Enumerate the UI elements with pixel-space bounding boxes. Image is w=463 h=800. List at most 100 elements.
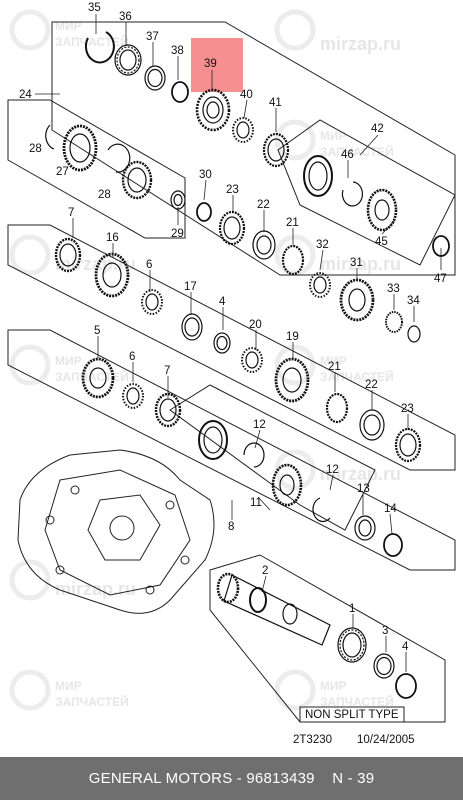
- watermark-line2: ЗАПЧАСТЕЙ: [320, 144, 394, 159]
- callout-42: 42: [371, 123, 384, 135]
- drawing-date: 10/24/2005: [357, 734, 415, 746]
- watermark-line1: МИР: [55, 19, 82, 33]
- watermark-line2: ЗАПЧАСТЕЙ: [320, 369, 394, 384]
- callout-30: 30: [199, 169, 212, 181]
- frame-non-split: [299, 706, 405, 723]
- watermark-line1: МИР: [55, 679, 82, 693]
- parts-layer: [45, 31, 450, 699]
- callout-labels: 35 36 37 38 39 40 41 24 42 28 46 27 28 3…: [19, 2, 447, 653]
- watermark-brand: mirzap.ru: [320, 34, 401, 54]
- callout-12: 12: [253, 419, 266, 431]
- callout-36: 36: [119, 11, 132, 23]
- synchro-ring-band1: [121, 160, 153, 200]
- footer-bar: GENERAL MOTORS - 96813439 N - 39: [0, 757, 463, 800]
- hub-band4: [271, 463, 303, 507]
- watermark-line2: ЗАПЧАСТЕЙ: [320, 694, 394, 709]
- hub-42: [366, 188, 398, 232]
- footer-separator: -: [232, 770, 247, 787]
- callout-5: 5: [94, 325, 100, 337]
- callout-28: 28: [98, 189, 111, 201]
- callout-6: 6: [129, 351, 135, 363]
- callout-7: 7: [68, 207, 74, 219]
- callout-37: 37: [146, 31, 159, 43]
- callout-23: 23: [401, 403, 414, 415]
- gear-5: [81, 357, 115, 399]
- callout-34: 34: [407, 295, 420, 307]
- ring-17: [181, 313, 203, 341]
- ring-3: [373, 653, 395, 679]
- watermark-brand: mirzap.ru: [320, 464, 401, 484]
- ring-29: [170, 190, 186, 210]
- spring-12: [243, 442, 265, 468]
- gear-16: [94, 252, 130, 298]
- callout-14: 14: [384, 503, 397, 515]
- gear-19: [274, 357, 310, 403]
- frame-band-1: [7, 99, 186, 239]
- callout-11: 11: [250, 497, 262, 509]
- callout-19: 19: [286, 331, 299, 343]
- gear-31: [339, 278, 375, 322]
- frame-band-3: [7, 329, 456, 571]
- synchro-ring-41: [262, 132, 290, 168]
- callout-23: 23: [226, 184, 239, 196]
- watermark-line2: ЗАПЧАСТЕЙ: [55, 694, 129, 709]
- callout-1: 1: [349, 603, 355, 615]
- callout-2: 2: [262, 565, 268, 577]
- callout-31: 31: [350, 257, 363, 269]
- ring-13: [354, 515, 376, 541]
- ring-4: [213, 332, 231, 354]
- highlight-box: [191, 38, 243, 92]
- synchro-ring-7: [54, 237, 82, 273]
- ring-22b: [359, 409, 385, 441]
- synchro-ring-23: [218, 210, 246, 246]
- non-split-type-label: NON SPLIT TYPE: [305, 709, 399, 721]
- callout-45: 45: [375, 236, 388, 248]
- watermark-layer: МИР ЗАПЧАСТЕЙ mirzap.ru МИР ЗАПЧАСТЕЙ mi…: [9, 9, 401, 711]
- drawing-code: 2T3230: [293, 734, 333, 746]
- callout-6: 6: [146, 259, 152, 271]
- callout-41: 41: [269, 97, 282, 109]
- callout-21: 21: [286, 217, 299, 229]
- footer-ref: N - 39: [332, 770, 375, 787]
- watermark-brand: mirzap.ru: [55, 579, 136, 599]
- callout-29: 29: [171, 228, 184, 240]
- transmission-housing: [17, 449, 215, 614]
- needle-bearing-6b: [122, 383, 144, 409]
- exploded-gearbox-diagram: МИР ЗАПЧАСТЕЙ mirzap.ru МИР ЗАПЧАСТЕЙ mi…: [7, 2, 456, 723]
- callout-4: 4: [402, 641, 409, 653]
- needle-bearing-32: [309, 272, 331, 298]
- frame-band-2: [7, 224, 456, 471]
- callout-28: 28: [29, 143, 42, 155]
- callout-47: 47: [434, 273, 447, 285]
- group-frames: [7, 21, 456, 723]
- watermark-line1: МИР: [320, 354, 347, 368]
- spring-28: [45, 124, 55, 150]
- callout-21: 21: [328, 361, 341, 373]
- footer-part-number: 96813439: [246, 770, 315, 787]
- ring-22: [252, 230, 276, 260]
- spring-46: [341, 181, 363, 207]
- callout-12: 12: [326, 464, 339, 476]
- watermark-line1: МИР: [55, 354, 82, 368]
- callout-7: 7: [164, 365, 170, 377]
- watermark-line1: МИР: [320, 129, 347, 143]
- synchro-ring-23b: [394, 427, 422, 463]
- frame-42: [277, 119, 456, 266]
- callout-46: 46: [341, 149, 354, 161]
- leader-lines: [35, 14, 442, 672]
- watermark-line2: ЗАПЧАСТЕЙ: [55, 369, 129, 384]
- synchro-assembly-24: [62, 124, 98, 172]
- bearing-36: [114, 44, 142, 76]
- footer-maker: GENERAL MOTORS: [88, 770, 233, 787]
- gear-39: [195, 88, 231, 132]
- spring-12b: [312, 497, 331, 522]
- ring-47: [432, 235, 450, 257]
- synchro-ring-21: [281, 244, 305, 276]
- callout-22: 22: [257, 199, 270, 211]
- sleeve-band4: [198, 420, 228, 460]
- needle-bearing-40: [232, 117, 254, 143]
- spring-28: [107, 143, 131, 173]
- needle-bearing-20: [241, 347, 263, 373]
- callout-33: 33: [387, 283, 400, 295]
